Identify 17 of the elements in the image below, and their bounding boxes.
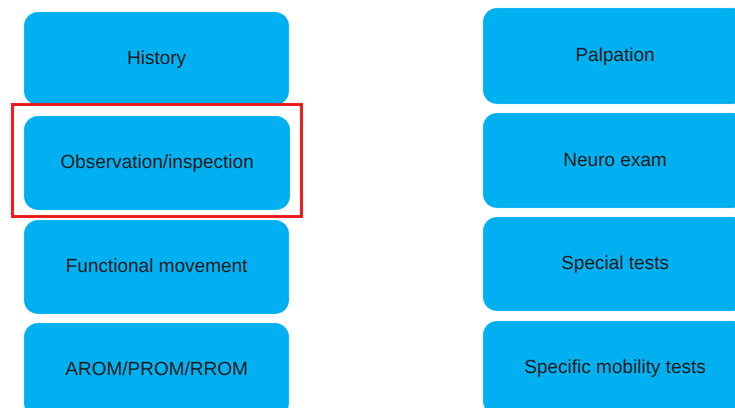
box-label: Special tests bbox=[561, 253, 669, 275]
topic-box bbox=[483, 217, 735, 311]
box-label: Observation/inspection bbox=[60, 152, 254, 174]
topic-box bbox=[24, 116, 290, 210]
highlight-frame bbox=[11, 103, 303, 218]
topic-box bbox=[24, 220, 289, 314]
box-label: Palpation bbox=[575, 45, 655, 67]
box-label: Functional movement bbox=[66, 256, 248, 278]
topic-box bbox=[483, 113, 735, 208]
topic-box bbox=[483, 321, 735, 408]
box-label: History bbox=[126, 48, 186, 70]
box-label: Specific mobility tests bbox=[524, 357, 706, 379]
box-label: AROM/PROM/RROM bbox=[65, 359, 248, 381]
topic-box bbox=[483, 8, 735, 104]
box-label: Neuro exam bbox=[563, 150, 667, 172]
topic-box bbox=[24, 323, 289, 408]
topic-box bbox=[24, 12, 289, 105]
